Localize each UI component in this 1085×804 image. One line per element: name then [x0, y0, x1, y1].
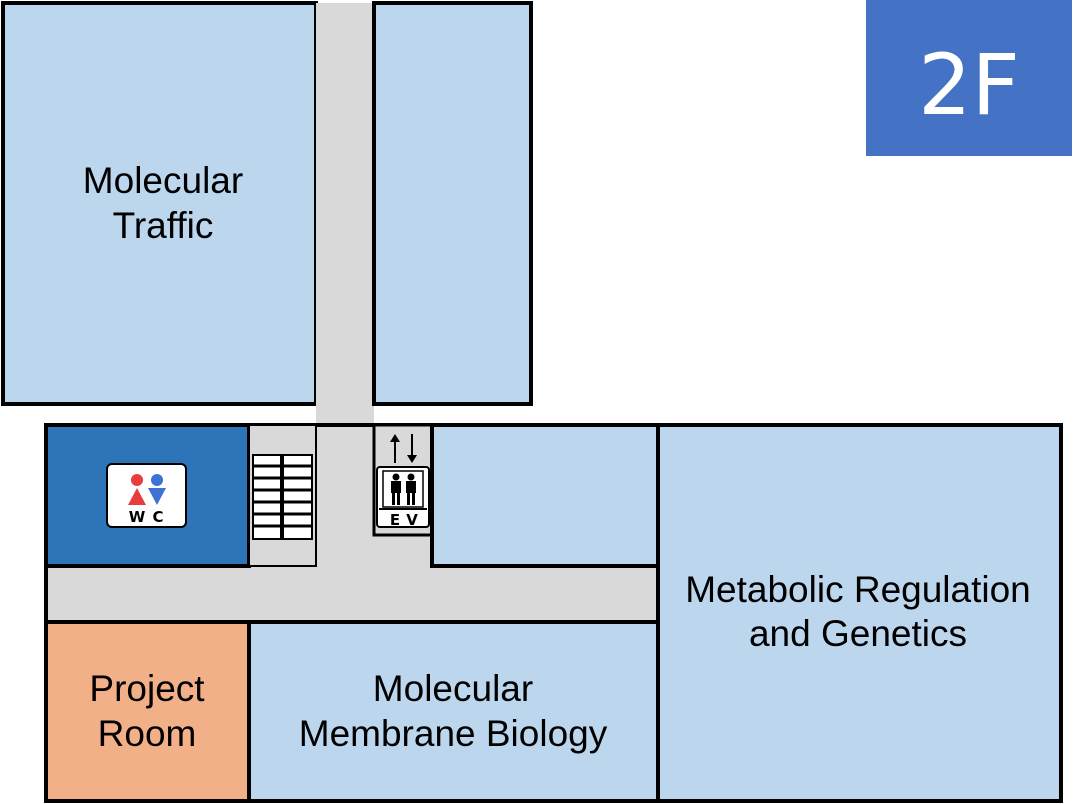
room-small-center[interactable] — [430, 423, 660, 568]
room-molecular-traffic-label-line1: Molecular — [83, 160, 243, 201]
room-membrane-label-line2: Membrane Biology — [299, 713, 608, 754]
ev-letter-v: V — [406, 511, 418, 529]
room-top-center[interactable] — [372, 1, 533, 406]
floor-label: 2F — [918, 36, 1020, 134]
room-molecular-traffic-label-line2: Traffic — [113, 205, 214, 246]
ev-letter-e: E — [390, 511, 400, 529]
room-membrane-biology[interactable] — [247, 620, 660, 803]
room-metabolic-label-line2: and Genetics — [749, 613, 967, 654]
stairs-icon — [248, 424, 317, 567]
restroom-icon: W C — [106, 463, 187, 528]
elevator-icon: E V — [376, 466, 430, 529]
room-metabolic-regulation[interactable] — [656, 423, 1063, 803]
wc-letter-c: C — [152, 508, 163, 526]
room-project[interactable] — [44, 620, 251, 803]
floor-badge — [866, 0, 1072, 156]
room-membrane-label-line1: Molecular — [373, 668, 533, 709]
elevator-arrows-icon — [390, 434, 417, 463]
wc-letter-w: W — [129, 508, 146, 526]
room-molecular-traffic[interactable] — [1, 1, 318, 406]
room-metabolic-label-line1: Metabolic Regulation — [685, 569, 1031, 610]
room-project-label-line2: Room — [98, 713, 197, 754]
room-project-label-line1: Project — [89, 668, 205, 709]
